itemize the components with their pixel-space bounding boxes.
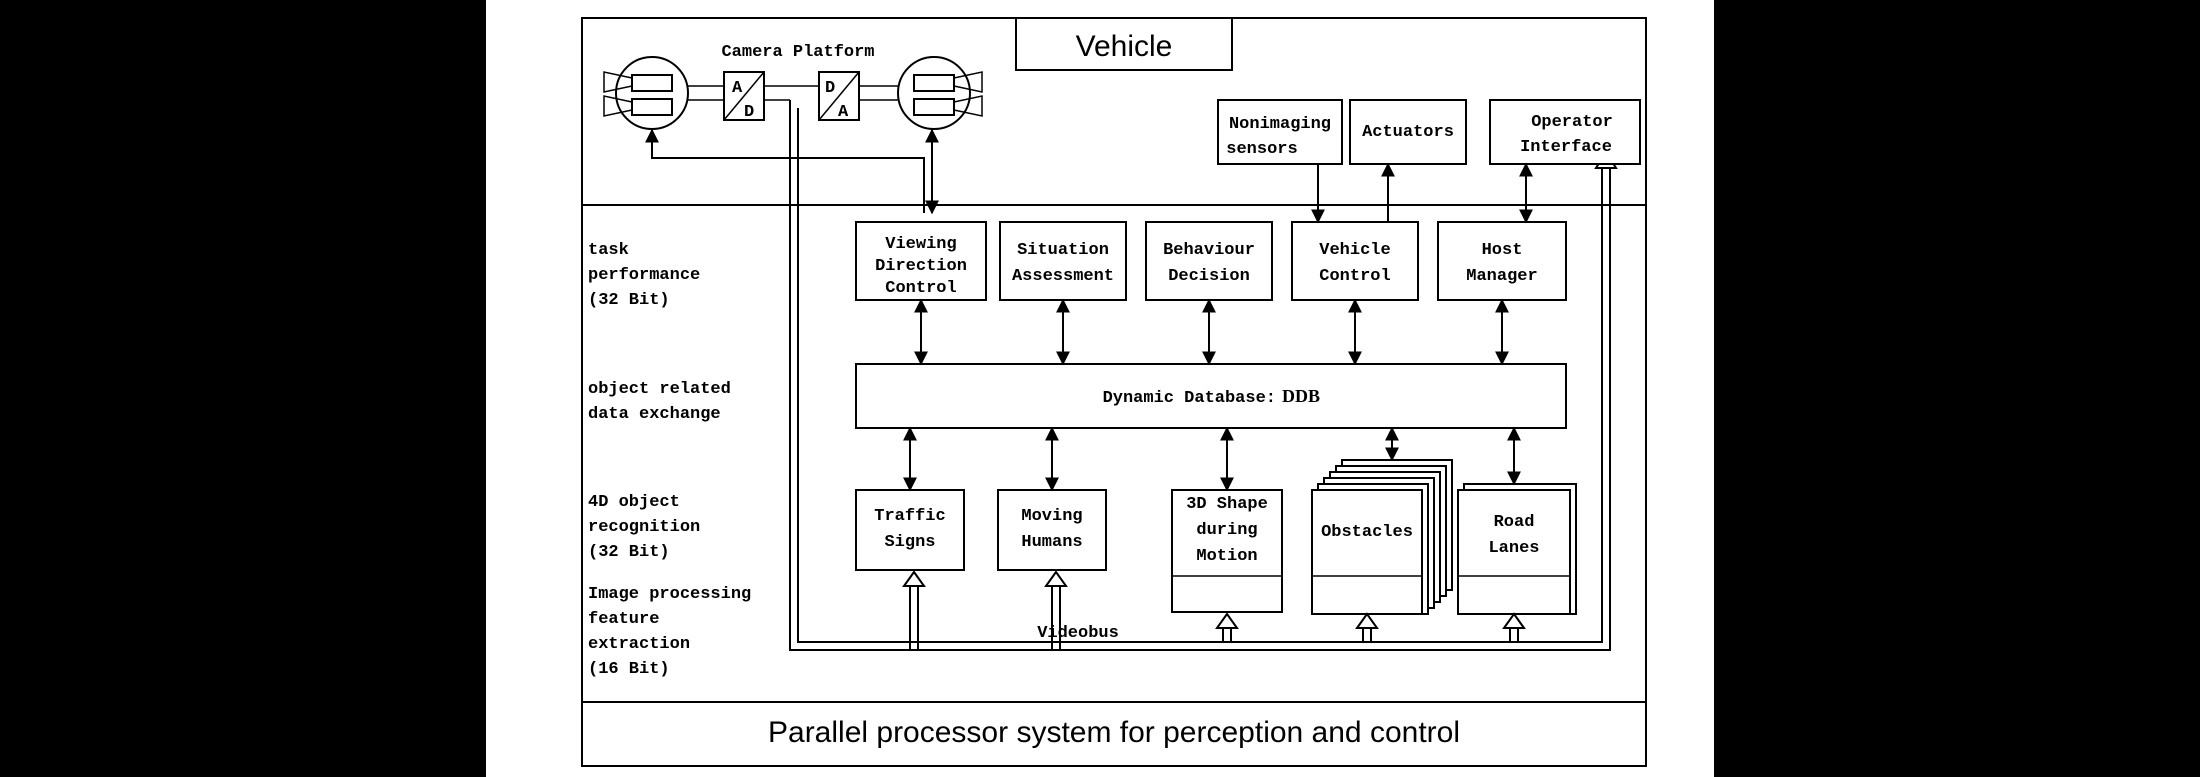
shape-line1: 3D Shape [1186, 495, 1268, 514]
lanes-line1: Road [1494, 513, 1535, 532]
behaviour-decision-box [1145, 221, 1273, 301]
svg-text:D: D [825, 79, 835, 98]
situation-line2: Assessment [1012, 267, 1114, 286]
svg-text:object related: object related [588, 380, 731, 399]
camera-left-icon [603, 56, 689, 130]
svg-text:recognition: recognition [588, 518, 700, 537]
gaze-feedback-line [645, 128, 925, 213]
svg-text:extraction: extraction [588, 635, 690, 654]
svg-text:A: A [732, 79, 743, 98]
da-converter: D A [818, 71, 860, 122]
humans-line1: Moving [1021, 507, 1082, 526]
viewing-line3: Control [885, 279, 956, 298]
vehicle-control-box [1291, 221, 1419, 301]
videobus-feeds [902, 570, 1526, 650]
vehicle-title-box [1015, 17, 1233, 71]
moving-humans-box [997, 489, 1107, 571]
level-task-label: task performance (32 Bit) [588, 241, 700, 310]
svg-text:(32 Bit): (32 Bit) [588, 291, 670, 310]
vehicle-title: Vehicle [1076, 30, 1173, 63]
obstacles-label: Obstacles [1321, 523, 1413, 542]
page: Vehicle Parallel processor system for pe… [486, 0, 1714, 777]
actuators-box [1349, 99, 1467, 165]
svg-text:A: A [838, 103, 849, 122]
svg-text:feature: feature [588, 610, 659, 629]
traffic-line1: Traffic [874, 507, 945, 526]
svg-text:data exchange: data exchange [588, 405, 721, 424]
architecture-diagram: Vehicle Parallel processor system for pe… [581, 17, 1647, 767]
obstacles-stack [1311, 459, 1453, 615]
videobus-label: Videobus [1037, 624, 1119, 643]
camera-right-icon [897, 56, 983, 130]
host-line2: Manager [1466, 267, 1537, 286]
footer-caption: Parallel processor system for perception… [768, 716, 1460, 749]
level-recognition-label: 4D object recognition (32 Bit) [588, 493, 700, 562]
vehicle-control-line2: Control [1319, 267, 1390, 286]
operator-line2: Interface [1520, 138, 1612, 157]
humans-line2: Humans [1021, 533, 1082, 552]
viewing-line1: Viewing [885, 235, 956, 254]
host-line1: Host [1482, 241, 1523, 260]
3d-shape-box [1171, 489, 1283, 613]
svg-text:performance: performance [588, 266, 700, 285]
camera-platform-label: Camera Platform [721, 43, 874, 62]
ddb-label: Dynamic Database: [1103, 389, 1276, 408]
viewing-direction-control-box [855, 221, 987, 301]
behaviour-line1: Behaviour [1163, 241, 1255, 260]
svg-text:D: D [744, 103, 754, 122]
ddb-abbr: DDB [1282, 386, 1320, 406]
situation-assessment-box [999, 221, 1127, 301]
viewing-line2: Direction [875, 257, 967, 276]
nonimaging-line2: sensors [1226, 140, 1297, 159]
svg-text:4D object: 4D object [588, 493, 680, 512]
shape-line2: during [1196, 521, 1257, 540]
videobus-outer-line [789, 100, 1611, 651]
lanes-line2: Lanes [1488, 539, 1539, 558]
behaviour-line2: Decision [1168, 267, 1250, 286]
situation-line1: Situation [1017, 241, 1109, 260]
traffic-signs-box [855, 489, 965, 571]
nonimaging-sensors-box [1217, 99, 1343, 165]
shape-line3: Motion [1196, 547, 1257, 566]
svg-text:task: task [588, 241, 629, 260]
level-image-label: Image processing feature extraction (16 … [588, 585, 751, 679]
operator-interface-box [1489, 99, 1641, 165]
nonimaging-line1: Nonimaging [1229, 115, 1331, 134]
host-manager-box [1437, 221, 1567, 301]
operator-line1: Operator [1531, 113, 1613, 132]
svg-text:Image processing: Image processing [588, 585, 751, 604]
videobus-inner-line [797, 108, 1603, 643]
road-lanes-stack [1457, 483, 1577, 615]
traffic-line2: Signs [884, 533, 935, 552]
level-object-label: object related data exchange [588, 380, 731, 424]
dynamic-database-box [855, 363, 1567, 429]
actuators-label: Actuators [1362, 123, 1454, 142]
svg-text:(16 Bit): (16 Bit) [588, 660, 670, 679]
ad-converter: A D [723, 71, 765, 122]
vehicle-control-line1: Vehicle [1319, 241, 1390, 260]
svg-text:(32 Bit): (32 Bit) [588, 543, 670, 562]
